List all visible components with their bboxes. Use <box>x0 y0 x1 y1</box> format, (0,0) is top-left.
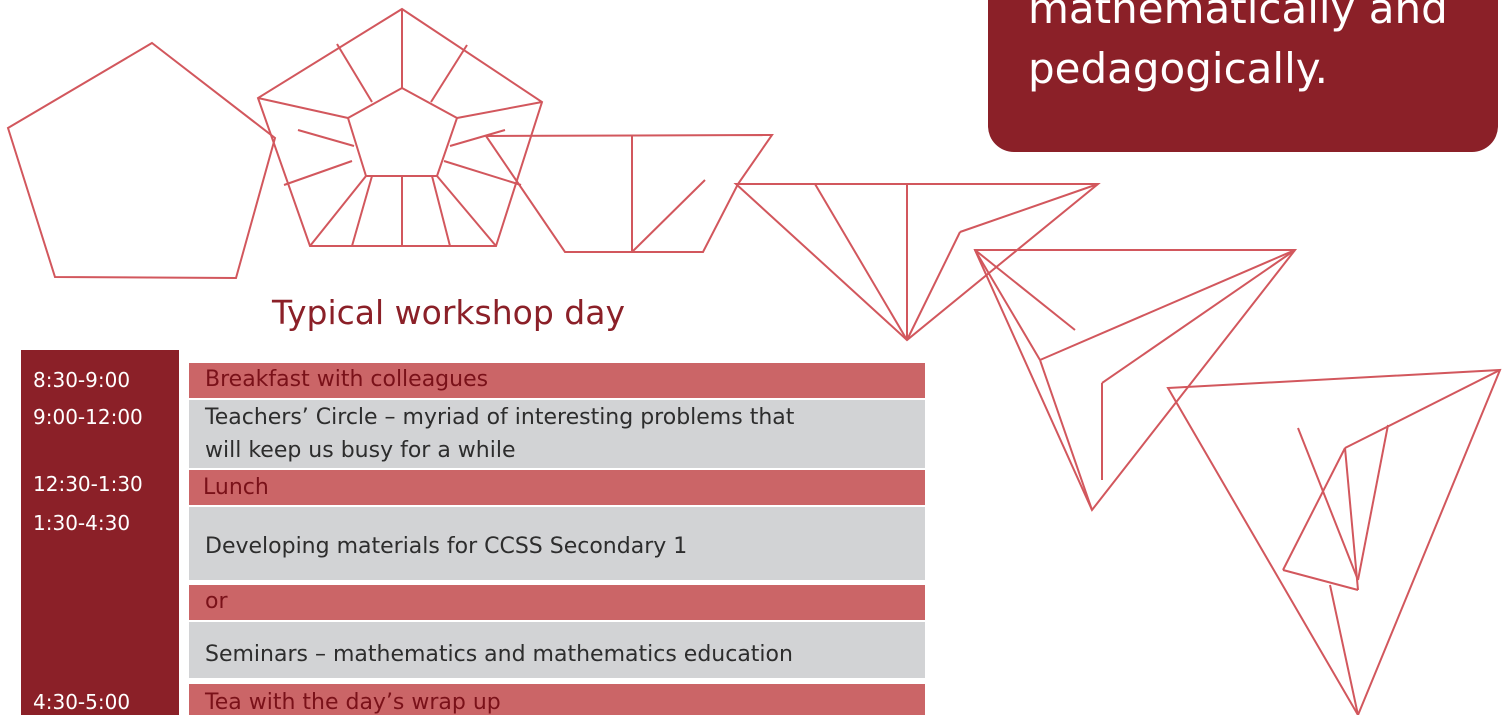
schedule-row-breakfast <box>189 363 925 398</box>
activity-seminars: Seminars – mathematics and mathematics e… <box>205 642 793 667</box>
schedule-row-tea <box>189 684 925 715</box>
schedule-row-lunch <box>189 470 925 505</box>
activity-materials: Developing materials for CCSS Secondary … <box>205 534 688 559</box>
subdivided-pentagon-outline <box>256 7 544 247</box>
activity-teachers-circle-line-1: Teachers’ Circle – myriad of interesting… <box>205 405 795 430</box>
schedule-row-teachers-circle <box>189 400 925 468</box>
paper-plane-outline-2 <box>1166 368 1502 715</box>
callout-line-2: pedagogically. <box>1028 44 1328 93</box>
activity-or: or <box>205 589 228 614</box>
time-teachers-circle: 9:00-12:00 <box>33 405 143 429</box>
time-breakfast: 8:30-9:00 <box>33 368 131 392</box>
schedule-row-materials <box>189 507 925 580</box>
trapezoid-outline <box>484 133 774 253</box>
schedule-row-or <box>189 585 925 620</box>
pentagon-outline <box>6 41 277 280</box>
page-title: Typical workshop day <box>272 293 625 332</box>
time-afternoon: 1:30-4:30 <box>33 511 131 535</box>
activity-lunch: Lunch <box>203 475 269 500</box>
activity-breakfast: Breakfast with colleagues <box>205 367 489 392</box>
activity-teachers-circle-line-2: will keep us busy for a while <box>205 438 516 463</box>
callout-line-1: mathematically and <box>1028 0 1448 33</box>
time-column <box>21 350 179 715</box>
schedule-row-seminars <box>189 622 925 678</box>
folded-triangle-outline <box>733 183 1101 342</box>
callout-box: mathematically and pedagogically. <box>988 0 1498 152</box>
paper-plane-outline <box>973 249 1298 512</box>
time-lunch: 12:30-1:30 <box>33 472 143 496</box>
activity-tea: Tea with the day’s wrap up <box>205 690 501 715</box>
time-tea: 4:30-5:00 <box>33 690 131 714</box>
